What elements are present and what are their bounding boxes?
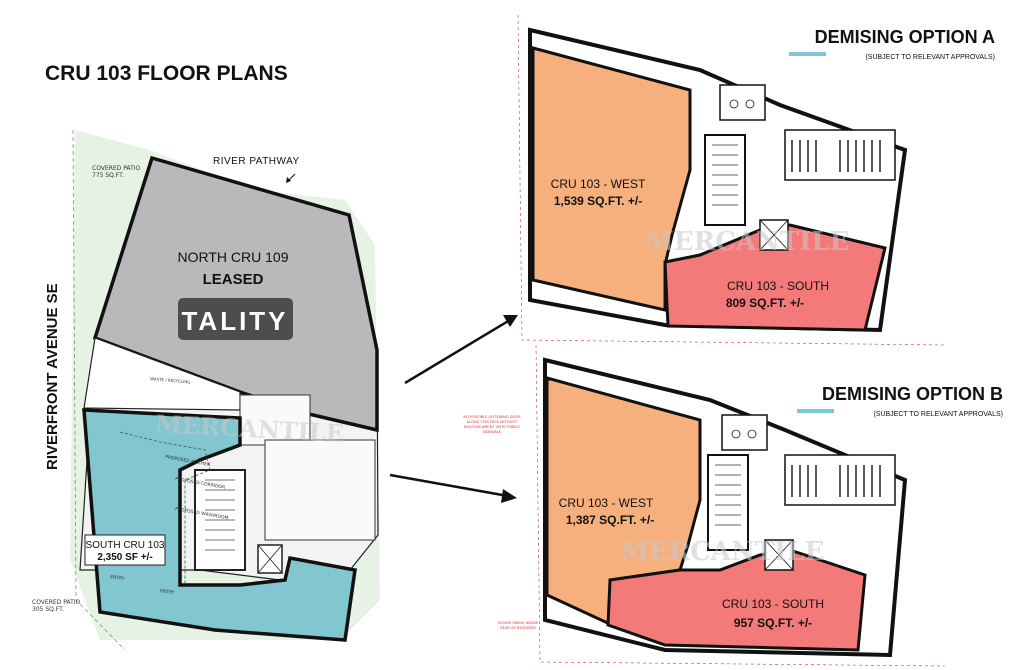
page-title: CRU 103 FLOOR PLANS [45, 62, 288, 85]
north-cru-name: NORTH CRU 109 [178, 249, 289, 265]
option-b-accent-bar [797, 409, 834, 413]
option-b-stair [707, 454, 749, 551]
entry-label-1: ENTRY [110, 574, 125, 582]
arrow-to-option-a [404, 318, 511, 385]
option-a-south-name: CRU 103 - SOUTH [727, 279, 829, 293]
option-a-property-line [517, 14, 946, 346]
option-a-accent-bar [789, 52, 826, 56]
waste-recycling-label: WASTE / RECYCLING [150, 376, 191, 385]
watermark-option-b: MERCANTILE [620, 537, 824, 567]
option-b-west-area: 1,387 SQ.FT. +/- [566, 513, 654, 527]
arrow-to-option-b [389, 473, 509, 498]
option-b-washroom [721, 414, 768, 451]
option-a-south-unit [663, 223, 887, 332]
left-floor-plan: WASTE / RECYCLING PROPOSED KITCHEN PROPO… [32, 129, 380, 651]
option-a-west-unit [531, 46, 692, 312]
watermark-option-a: MERCANTILE [645, 227, 849, 257]
south-cru-area: 2,350 SF +/- [97, 552, 152, 563]
option-b-south-area: 957 SQ.FT. +/- [734, 616, 812, 630]
option-a-south-area: 809 SQ.FT. +/- [726, 296, 804, 310]
option-b-plan: MERCANTILE CRU 103 - WEST 1,387 SQ.FT. +… [463, 344, 946, 667]
property-line [72, 129, 126, 651]
stair-treads [205, 479, 235, 551]
option-a-stair [704, 134, 746, 226]
option-a-washroom [719, 84, 766, 121]
pathway-arrow [286, 177, 291, 183]
option-b-title: DEMISING OPTION B [822, 384, 1003, 404]
tenant-logo [178, 298, 293, 340]
option-b-note-1-line-1: NO POSSIBLE OUTSWING DOOR [463, 415, 521, 419]
option-a-title: DEMISING OPTION A [815, 27, 995, 47]
covered-patio-north-area: 775 SQ.FT. [92, 172, 124, 179]
option-b-note-2-line-1: DOORS SWING INSIDE [498, 621, 539, 625]
option-b-subtitle: (SUBJECT TO RELEVANT APPROVALS) [873, 411, 1003, 418]
south-cru-103-area [82, 408, 357, 642]
arrows [389, 315, 518, 503]
option-b-west-name: CRU 103 - WEST [559, 496, 654, 510]
south-cru-label-box [84, 534, 166, 566]
option-b-south-unit [606, 548, 867, 652]
option-b-note-1-line-4: SIDEWALK [483, 430, 502, 434]
option-b-south-name: CRU 103 - SOUTH [722, 597, 824, 611]
covered-patio-south-area: 305 SQ.FT. [32, 606, 64, 613]
north-cru-status: LEASED [203, 271, 264, 288]
option-b-note-1-line-2: ALONG THIS FACE WITHOUT [467, 420, 518, 424]
south-cru-name: SOUTH CRU 103 [86, 540, 165, 551]
option-a-west-area: 1,539 SQ.FT. +/- [554, 194, 642, 208]
service-room-2 [264, 439, 376, 541]
covered-patio-north-label: COVERED PATIO [92, 165, 140, 172]
proposed-layout-outline [119, 431, 211, 585]
entry-label-2: ENTRY [160, 588, 175, 596]
tenant-logo-text: TALITY [181, 306, 288, 336]
river-pathway-label: RIVER PATHWAY [213, 156, 300, 167]
option-a-subtitle: (SUBJECT TO RELEVANT APPROVALS) [865, 54, 995, 61]
option-b-note-2-line-2: REAR AS REQUIRED [500, 626, 536, 630]
option-a-plan: MERCANTILE CRU 103 - WEST 1,539 SQ.FT. +… [517, 14, 946, 346]
option-b-note-1-line-3: ENCROACHMENT ONTO PUBLIC [464, 425, 521, 429]
street-label: RIVERFRONT AVENUE SE [44, 283, 61, 470]
option-a-west-name: CRU 103 - WEST [551, 177, 646, 191]
covered-patio-south-label: COVERED PATIO [32, 599, 80, 606]
